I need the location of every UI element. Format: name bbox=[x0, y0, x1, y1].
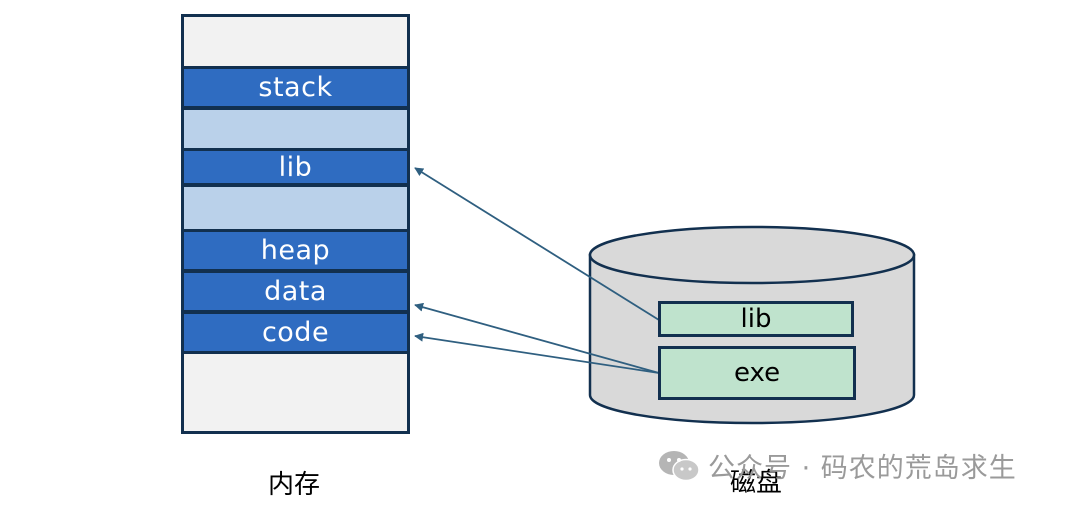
watermark-text: 公众号 · 码农的荒岛求生 bbox=[708, 453, 1017, 484]
memory-segment-gap-1 bbox=[181, 107, 410, 151]
disk-item-exe: exe bbox=[658, 346, 856, 400]
disk-item-lib: lib bbox=[658, 301, 854, 337]
arrow-lib-to-memory-lib bbox=[414, 167, 660, 321]
memory-segment-lib: lib bbox=[181, 148, 410, 186]
memory-segment-stack: stack bbox=[181, 66, 410, 109]
disk-caption: 磁盘 bbox=[730, 468, 783, 498]
memory-segment-gap-2 bbox=[181, 184, 410, 232]
memory-segment-code: code bbox=[181, 311, 410, 354]
arrow-exe-to-memory-data bbox=[414, 302, 660, 374]
wechat-icon bbox=[659, 450, 700, 481]
memory-caption: 内存 bbox=[268, 470, 321, 500]
arrow-exe-to-memory-code bbox=[414, 332, 660, 374]
memory-segment-heap: heap bbox=[181, 229, 410, 272]
watermark: 公众号 · 码农的荒岛求生 bbox=[656, 446, 1017, 485]
